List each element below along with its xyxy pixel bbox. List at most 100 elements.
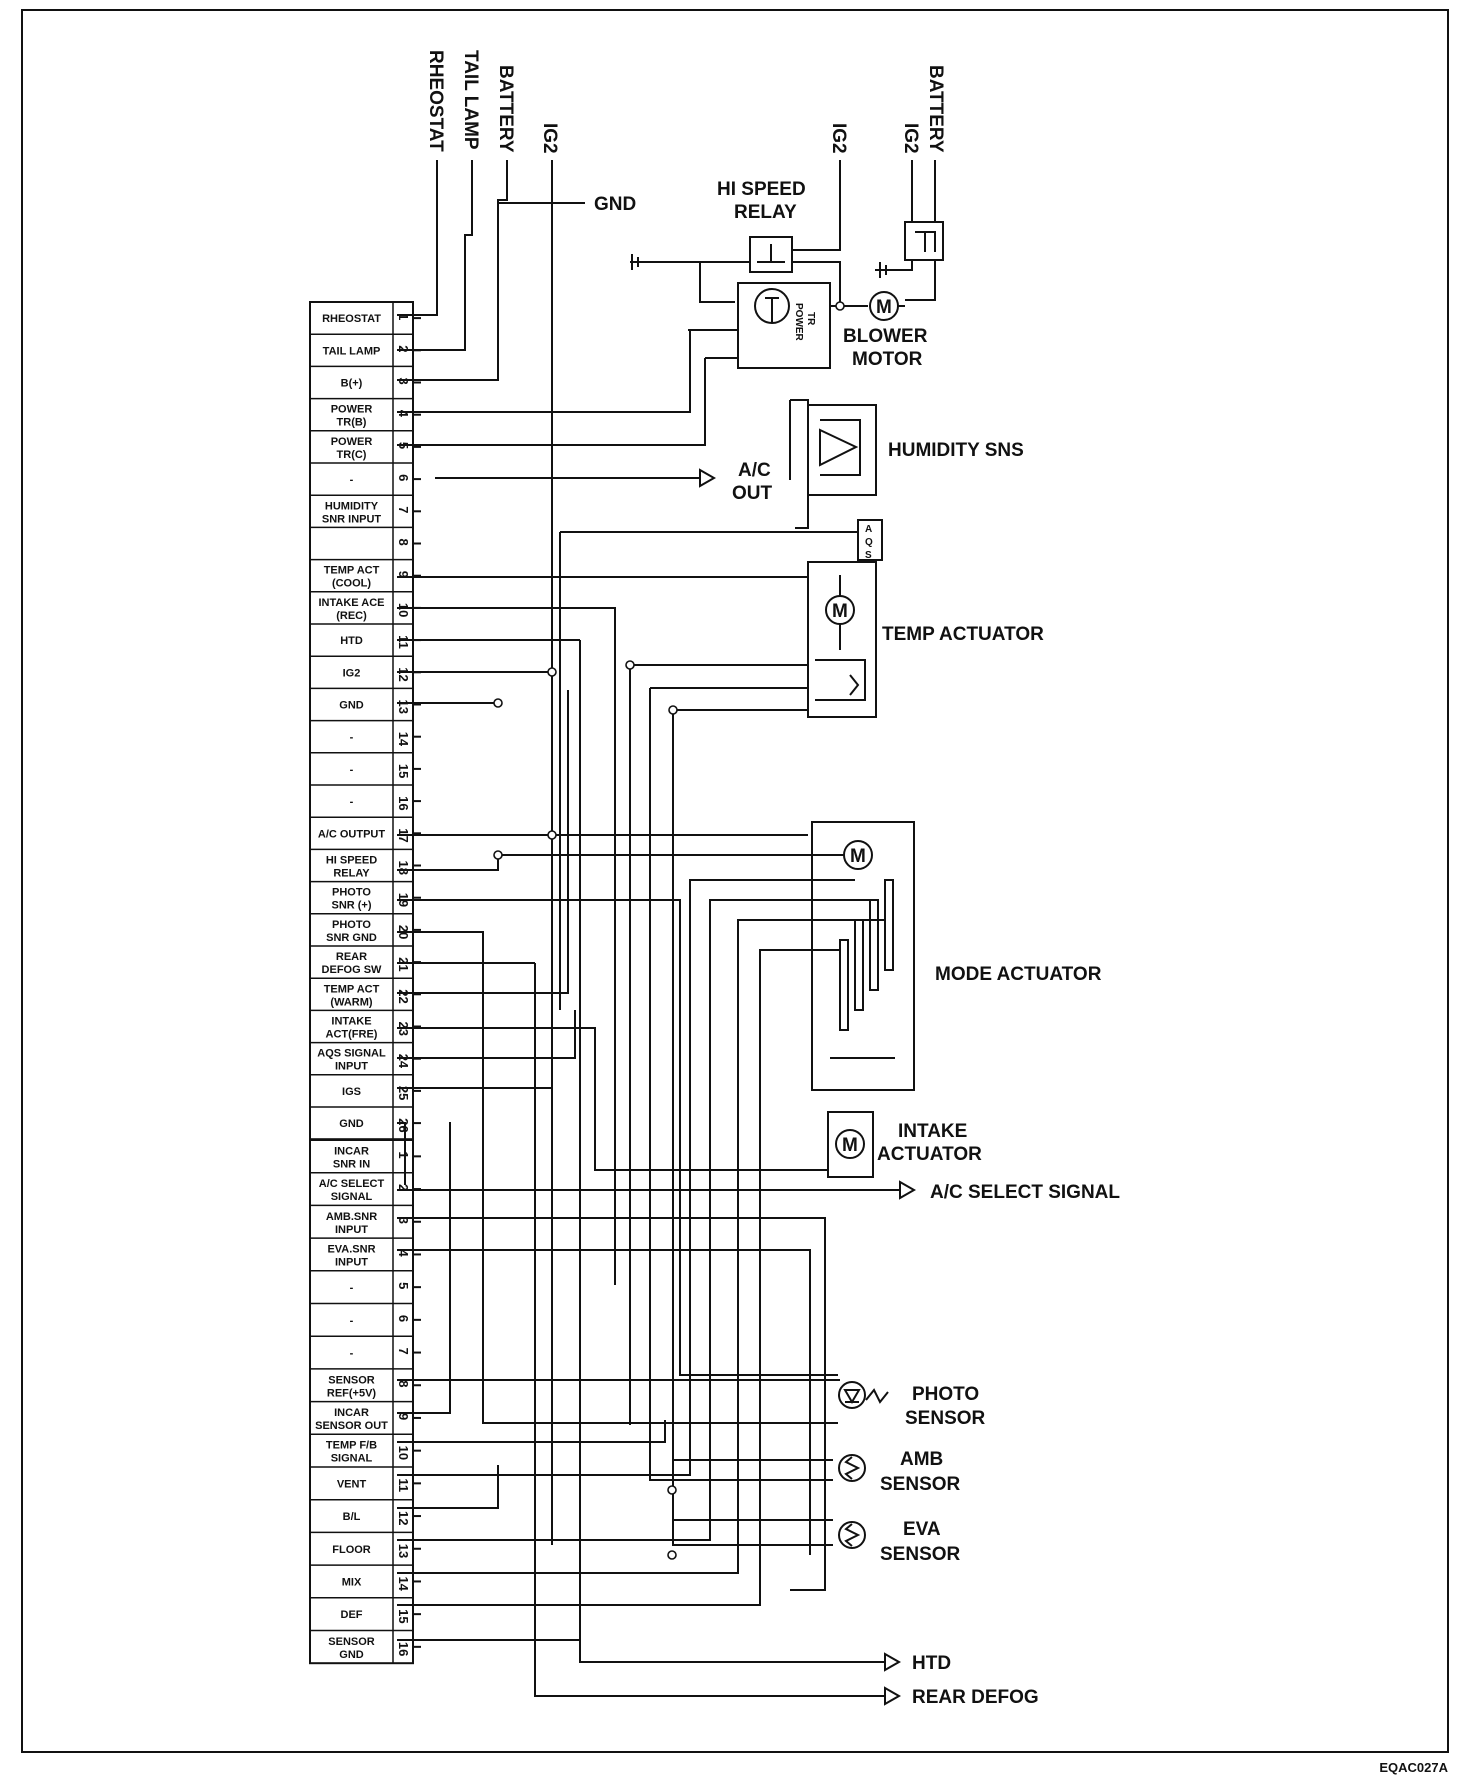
connector-a-pin-number: 24: [396, 1054, 411, 1069]
connector-a-pin-name: SNR GND: [326, 932, 377, 944]
connector-a-pin-name: RELAY: [333, 868, 370, 880]
figure-code: EQAC027A: [1379, 1760, 1448, 1775]
connector-b-pin-name: REF(+5V): [327, 1387, 377, 1399]
connector-a-pin-name: -: [350, 764, 354, 776]
connector-b-pin-number: 11: [396, 1478, 411, 1492]
connector-a-pin-number: 6: [396, 474, 411, 481]
ac-out-label: A/C: [738, 460, 771, 481]
connector-b-pin-name: -: [350, 1315, 354, 1327]
connector-b-pin-name: SENSOR: [328, 1636, 375, 1648]
connector-a-pin-name: TEMP ACT: [324, 983, 380, 995]
connector-b-pin-name: DEF: [341, 1609, 363, 1621]
svg-text:BLOWER: BLOWER: [843, 326, 928, 347]
connector-a-pin-25: IGS 25: [310, 1074, 421, 1108]
connector-b-pin-name: SIGNAL: [331, 1453, 373, 1465]
connector-b-pin-name: FLOOR: [332, 1544, 371, 1556]
eva-sensor: EVA SENSOR: [838, 1519, 961, 1565]
connector-a-pin-name: DEFOG SW: [322, 964, 383, 976]
svg-text:A: A: [865, 524, 872, 535]
svg-text:MODE ACTUATOR: MODE ACTUATOR: [935, 964, 1102, 985]
connector-a-pin-name: POWER: [331, 404, 373, 416]
connector-b-pin-number: 12: [396, 1511, 411, 1525]
connector-a-pin-name: (COOL): [332, 578, 371, 590]
connector-b-pin-name: SIGNAL: [331, 1191, 373, 1203]
connector-a-pin-name: ACT(FRE): [326, 1029, 378, 1041]
mode-actuator: M MODE ACTUATOR: [811, 821, 1102, 1091]
svg-text:TEMP ACTUATOR: TEMP ACTUATOR: [882, 624, 1044, 645]
gnd-label: GND: [594, 194, 636, 215]
svg-text:PHOTO: PHOTO: [912, 1384, 979, 1405]
connector-a-pin-name: GND: [339, 700, 364, 712]
connector-a-pin-9: TEMP ACT(COOL) 9: [310, 559, 421, 593]
connector-b-pin-number: 6: [396, 1315, 411, 1322]
connector-b-pin-number: 15: [396, 1609, 411, 1623]
connector-b-pin-number: 7: [396, 1348, 411, 1355]
connector-a-pin-name: PHOTO: [332, 887, 371, 899]
connector-a-pin-name: HTD: [340, 635, 363, 647]
svg-text:HI SPEED: HI SPEED: [717, 179, 806, 200]
connector-b-pin-number: 8: [396, 1380, 411, 1387]
photo-sensor: PHOTO SENSOR: [838, 1381, 986, 1429]
rear-defog-label: REAR DEFOG: [912, 1687, 1039, 1708]
intake-actuator: M INTAKE ACTUATOR: [827, 1111, 982, 1178]
junction-dots: [493, 660, 678, 1560]
svg-text:Q: Q: [865, 537, 873, 548]
harness-wires: [397, 576, 885, 1641]
connector-b-pin-name: INPUT: [335, 1224, 368, 1236]
connector-a-pin-name: TR(C): [337, 449, 367, 461]
connector-b-pin-name: A/C SELECT: [319, 1178, 385, 1190]
connector-b-pin-number: 14: [396, 1576, 411, 1591]
connector-a-pin-number: 8: [396, 539, 411, 546]
connector-a-pin-number: 25: [396, 1086, 411, 1100]
label-battery: BATTERY: [495, 65, 516, 153]
label-ig2-c: IG2: [900, 123, 921, 154]
connector-a-pin-name: TR(B): [337, 417, 367, 429]
connector-b-pin-name: MIX: [342, 1576, 362, 1588]
connector-a-pin-number: 21: [396, 957, 411, 971]
connector-a-pin-name: TAIL LAMP: [323, 345, 381, 357]
connector-a-pin-16: -16: [310, 785, 421, 818]
label-rheostat: RHEOSTAT: [425, 50, 446, 152]
svg-text:INTAKE: INTAKE: [898, 1121, 967, 1142]
hi-speed-relay: HI SPEED RELAY: [630, 179, 841, 303]
connector-a-pin-number: 9: [396, 571, 411, 578]
svg-text:HUMIDITY SNS: HUMIDITY SNS: [888, 440, 1024, 461]
svg-text:S: S: [865, 550, 872, 561]
connector-a-pin-name: -: [350, 474, 354, 486]
svg-text:EVA: EVA: [903, 1519, 941, 1540]
svg-text:AMB: AMB: [900, 1449, 943, 1470]
connector-a-pin-name: RHEOSTAT: [322, 313, 381, 325]
connector-a-pin-8: 8: [310, 527, 421, 561]
connector-b-pin-14: MIX 14: [310, 1565, 421, 1599]
connector-a-pin-name: AQS SIGNAL: [317, 1048, 386, 1060]
connector-b-pin-name: B/L: [343, 1511, 361, 1523]
connector-a-pin-name: -: [350, 796, 354, 808]
connector-b-pin-name: INPUT: [335, 1256, 368, 1268]
svg-text:MOTOR: MOTOR: [852, 349, 923, 370]
connector-b-pin-7: -7: [310, 1336, 421, 1370]
connector-b-pin-number: 1: [396, 1151, 411, 1158]
connector-a-pin-name: IGS: [342, 1086, 361, 1098]
connector-a-pin-number: 12: [396, 667, 411, 681]
connector-b-pin-name: SENSOR OUT: [315, 1420, 388, 1432]
svg-text:ACTUATOR: ACTUATOR: [877, 1144, 982, 1165]
connector-b-pin-15: DEF 15: [310, 1597, 421, 1632]
connector-a-pin-name: GND: [339, 1118, 364, 1130]
connector-b-pin-number: 13: [396, 1544, 411, 1558]
connector-a-pin-number: 18: [396, 861, 411, 875]
connector-b-pin-name: AMB.SNR: [326, 1211, 377, 1223]
connector-a-pin-name: TEMP ACT: [324, 565, 380, 577]
connector-a-pin-name: IG2: [343, 667, 361, 679]
connector-a-pin-name: A/C OUTPUT: [318, 828, 386, 840]
connector-a-pin-name: -: [350, 732, 354, 744]
power-tr: POWER TR: [397, 282, 831, 446]
